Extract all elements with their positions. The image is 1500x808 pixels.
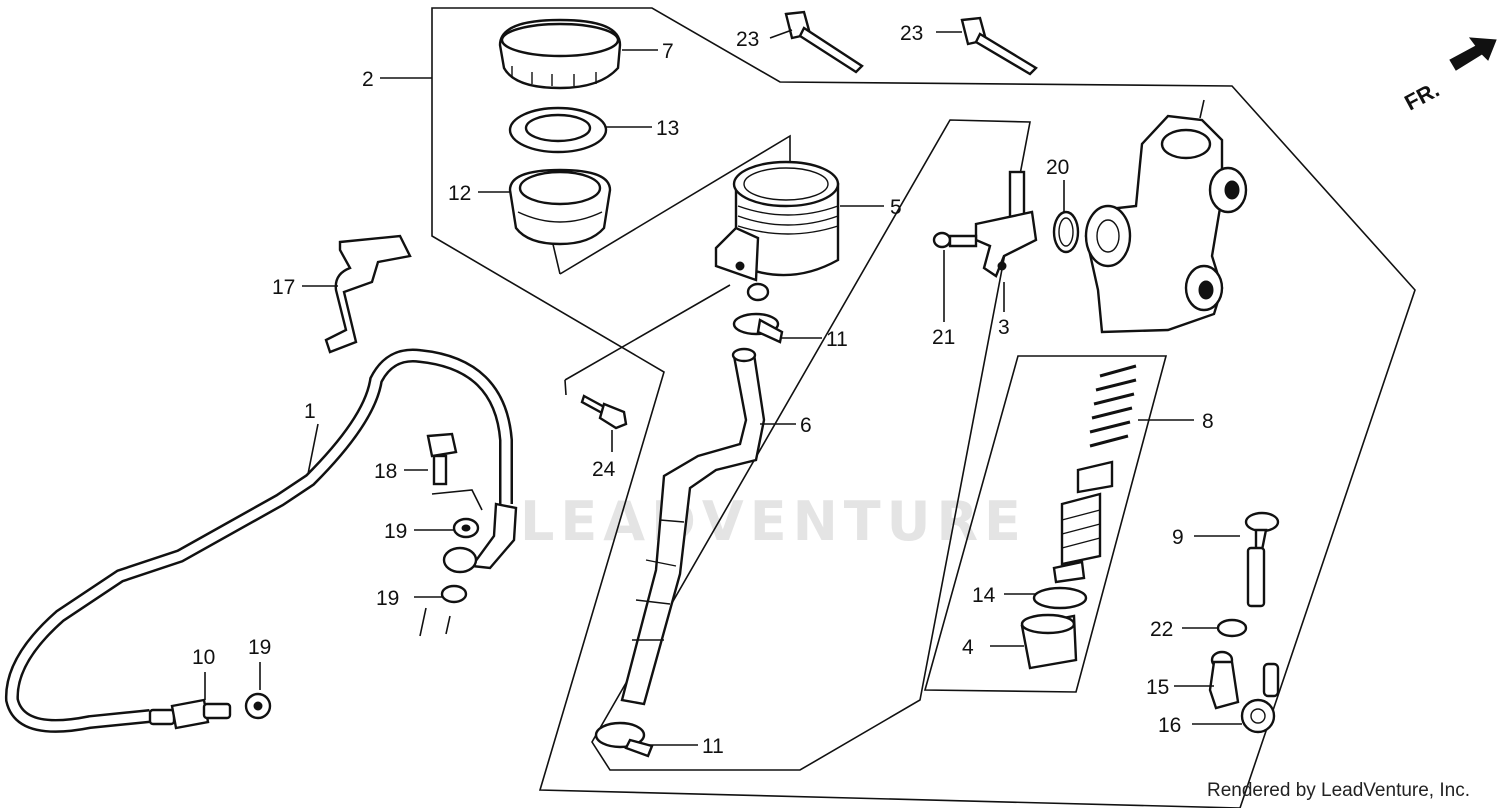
hose-bracket <box>324 234 412 354</box>
callout-24: 24 <box>592 458 616 481</box>
callout-10: 10 <box>192 646 215 669</box>
reservoir-cap <box>498 18 622 90</box>
callout-4: 4 <box>962 636 974 659</box>
footer-credit: Rendered by LeadVenture, Inc. <box>1206 780 1470 801</box>
callout-19-upper: 19 <box>384 520 407 543</box>
callout-13: 13 <box>656 117 679 140</box>
callout-8: 8 <box>1202 410 1214 433</box>
push-rod <box>1244 511 1280 608</box>
sealing-washer-upper <box>452 517 480 539</box>
hose-connector <box>974 170 1038 278</box>
diaphragm <box>508 168 612 246</box>
oil-bolt-18 <box>426 432 458 486</box>
mounting-bolt-right <box>960 16 1038 76</box>
front-direction-label: FR. <box>1400 77 1443 116</box>
cylinder-subassembly-frame <box>591 119 1031 771</box>
hose-joint <box>170 698 232 730</box>
bolt-24 <box>580 394 628 430</box>
piston-cup <box>1052 560 1086 584</box>
reservoir-hose <box>620 347 766 706</box>
dust-boot <box>1020 613 1078 670</box>
callout-3: 3 <box>998 316 1010 339</box>
push-rod-joint <box>1208 650 1240 710</box>
callout-7: 7 <box>662 40 674 63</box>
master-cylinder-body <box>1084 114 1248 334</box>
o-ring <box>1052 210 1080 254</box>
reservoir <box>714 160 840 282</box>
callout-6: 6 <box>800 414 812 437</box>
push-rod-eye <box>1240 662 1280 734</box>
callout-12: 12 <box>448 182 471 205</box>
spring-seat <box>1076 460 1114 494</box>
leader-lines <box>204 29 1242 746</box>
watermark: LEADVENTURE <box>520 490 1027 553</box>
sealing-washer-lower <box>440 584 468 604</box>
piston-kit-frame <box>923 355 1168 693</box>
callout-5: 5 <box>890 196 902 219</box>
hose-clip-bottom <box>594 721 654 758</box>
diaphragm-plate <box>508 106 608 154</box>
callout-23-right: 23 <box>900 22 923 45</box>
front-direction-arrow-icon: FR. <box>1400 37 1497 116</box>
sealing-washer-joint <box>244 692 272 720</box>
bolt-frame <box>564 284 731 396</box>
callout-19-joint: 19 <box>248 636 271 659</box>
callout-20: 20 <box>1046 156 1069 179</box>
mounting-bolt-left <box>784 10 864 74</box>
callout-16: 16 <box>1158 714 1181 737</box>
callout-19-lower: 19 <box>376 587 399 610</box>
callout-23-left: 23 <box>736 28 759 51</box>
lock-nut <box>1216 618 1248 638</box>
callout-2: 2 <box>362 68 374 91</box>
callout-18: 18 <box>374 460 397 483</box>
callout-17: 17 <box>272 276 295 299</box>
snap-ring <box>1032 586 1088 610</box>
callout-21: 21 <box>932 326 955 349</box>
banjo-fitting <box>442 546 478 574</box>
screw-21 <box>932 231 978 249</box>
callout-9: 9 <box>1172 526 1184 549</box>
piston <box>1060 492 1102 566</box>
hose-clip-top <box>732 282 784 344</box>
piston-spring <box>1089 364 1137 448</box>
callout-14: 14 <box>972 584 996 607</box>
callout-15: 15 <box>1146 676 1169 699</box>
callout-11-bottom: 11 <box>702 735 724 758</box>
clutch-hose <box>4 348 518 733</box>
callout-11-top: 11 <box>826 328 848 351</box>
callout-1: 1 <box>304 400 316 423</box>
reservoir-assembly-frame <box>431 7 1416 808</box>
callout-22: 22 <box>1150 618 1173 641</box>
